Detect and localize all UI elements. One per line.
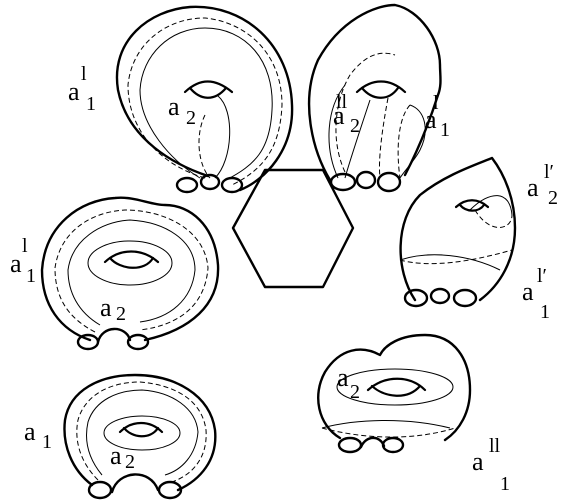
svg-text:a: a [110,441,122,470]
svg-text:l: l [433,92,439,114]
label-top-left-a1-prime: a l 1 [68,63,96,115]
label-bottom-right-a1-double-prime: a ll 1 [472,435,510,495]
svg-text:l: l [22,235,28,257]
svg-text:l′: l′ [544,161,554,183]
svg-text:ll: ll [489,435,501,457]
svg-text:ll: ll [336,91,348,113]
label-right-a2-triple-prime: a l′ 2 [527,161,558,209]
surface-top-left [117,7,292,192]
svg-text:l: l [81,63,87,85]
label-top-right-a1-prime: a l 1 [425,92,450,141]
svg-text:2: 2 [350,115,360,137]
svg-text:a: a [337,363,349,392]
svg-text:1: 1 [42,431,52,453]
label-bottom-left-a2: a 2 [110,441,135,473]
svg-text:a: a [527,173,539,202]
svg-text:2: 2 [116,303,126,325]
label-bottom-right-a2: a 2 [337,363,360,403]
svg-text:1: 1 [540,301,550,323]
svg-text:1: 1 [26,265,36,287]
svg-text:l′: l′ [537,265,547,287]
surface-bottom-left [64,375,215,498]
svg-text:2: 2 [548,187,558,209]
label-top-right-a2-double-prime: a ll 2 [333,91,360,137]
svg-text:a: a [168,92,180,121]
surface-right [400,158,515,306]
svg-text:a: a [24,417,36,446]
svg-text:2: 2 [125,451,135,473]
label-bottom-left-a1: a 1 [24,417,52,453]
svg-text:a: a [522,277,534,306]
label-mid-left-a1-prime: a l 1 [10,235,36,287]
svg-text:2: 2 [186,107,196,129]
surface-mid-left [42,198,218,349]
svg-text:1: 1 [440,119,450,141]
surface-bottom-right [318,335,470,452]
svg-text:2: 2 [350,381,360,403]
label-mid-left-a2: a 2 [100,293,126,325]
label-right-a1-triple-prime: a l′ 1 [522,265,550,323]
svg-text:a: a [100,293,112,322]
svg-text:a: a [10,249,22,278]
svg-text:a: a [68,77,80,106]
surface-top-right [309,5,440,191]
svg-text:1: 1 [500,473,510,495]
svg-text:1: 1 [86,93,96,115]
label-top-left-a2: a 2 [168,92,196,129]
svg-text:a: a [472,447,484,476]
